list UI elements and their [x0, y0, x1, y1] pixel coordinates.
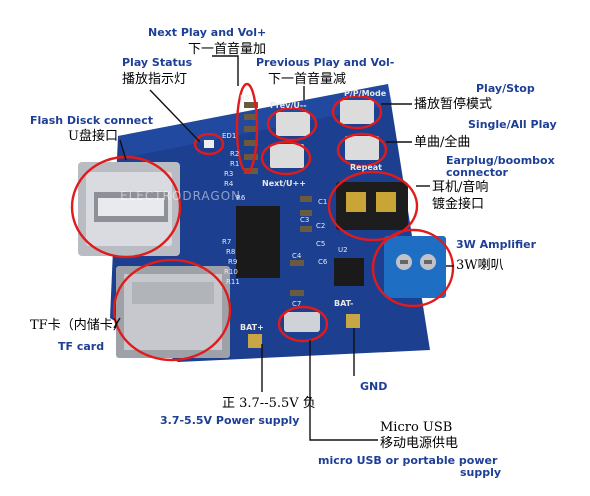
silk-next: Next/U++ [262, 179, 306, 188]
silk-u2: U2 [338, 246, 348, 254]
silk-r1: R1 [230, 160, 239, 168]
label-prev-play: Previous Play and Vol- [256, 56, 395, 69]
label-next-play-cn: 下一首音量加 [188, 42, 267, 57]
label-earplug-1: Earplug/boombox [446, 154, 555, 167]
silk-r9: R9 [228, 258, 237, 266]
silk-c1: C1 [318, 198, 327, 206]
main-chip [236, 206, 280, 278]
label-play-stop-cn: 播放暂停模式 [414, 97, 493, 112]
silk-prev: Prev/U-- [270, 101, 307, 110]
silk-c3: C3 [300, 216, 309, 224]
usb-a-connector [78, 162, 180, 256]
silk-c7: C7 [292, 300, 301, 308]
silk-r6: R6 [236, 194, 246, 202]
silk-r10: R10 [224, 268, 238, 276]
label-flash: Flash Disck connect [30, 114, 154, 127]
label-play-status: Play Status [122, 56, 193, 69]
bat-plus-pad [248, 334, 262, 348]
silk-r4: R4 [224, 180, 234, 188]
label-next-play: Next Play and Vol+ [148, 26, 267, 39]
label-amp: 3W Amplifier [456, 238, 537, 251]
label-prev-play-cn: 下一首音量减 [268, 72, 347, 87]
micro-usb-port [284, 312, 320, 332]
callout-ellipses [70, 82, 455, 362]
label-single-all-cn: 单曲/全曲 [414, 135, 471, 150]
label-tf: TF card [58, 340, 105, 353]
audio-jack [336, 182, 408, 230]
silk-c4: C4 [292, 252, 302, 260]
label-play-status-cn: 播放指示灯 [122, 72, 188, 87]
watermark: ELECTRODRAGON [120, 189, 241, 203]
silk-ed1: ED1 [222, 132, 236, 140]
silk-r5: R5 [240, 94, 249, 102]
bat-minus-pad [346, 314, 360, 328]
status-led [204, 140, 214, 148]
screw-terminal [384, 236, 446, 298]
silk-play: P/P/Mode [344, 89, 387, 98]
label-single-all: Single/All Play [468, 118, 557, 131]
label-usb-1: Micro USB [380, 420, 453, 435]
silk-r11: R11 [226, 278, 240, 286]
smd-components [244, 102, 312, 296]
label-gnd: GND [360, 380, 388, 393]
silk-bat-plus: BAT+ [240, 323, 264, 332]
leader-lines [113, 55, 454, 441]
label-earplug-cn-1: 耳机/音响 [432, 180, 489, 195]
label-play-stop: Play/Stop [476, 82, 535, 95]
silk-r8: R8 [226, 248, 235, 256]
silk-c6: C6 [318, 258, 328, 266]
silk-bat-minus: BAT- [334, 299, 353, 308]
label-usb-cn: 移动电源供电 [380, 436, 459, 451]
label-power-cn: 正 3.7--5.5V 负 [222, 396, 316, 411]
label-earplug-2: connector [446, 166, 508, 179]
amp-chip [334, 258, 364, 286]
label-amp-cn: 3W喇叭 [456, 258, 504, 273]
label-earplug-cn-2: 镀金接口 [432, 197, 485, 212]
silk-c2: C2 [316, 222, 325, 230]
label-power: 3.7-5.5V Power supply [160, 414, 300, 427]
silk-r3: R3 [224, 170, 233, 178]
silk-r7: R7 [222, 238, 231, 246]
label-usb-3: supply [460, 466, 502, 479]
tactile-buttons [270, 100, 379, 168]
silk-c5: C5 [316, 240, 325, 248]
silk-r2: R2 [230, 150, 239, 158]
tf-card-slot [116, 266, 230, 358]
label-usb-2: micro USB or portable power [318, 454, 498, 467]
label-tf-cn: TF卡（内储卡） [30, 318, 126, 333]
silk-repeat: Repeat [350, 163, 382, 172]
label-flash-cn: U盘接口 [68, 129, 118, 144]
pcb-board-shade [118, 84, 392, 158]
